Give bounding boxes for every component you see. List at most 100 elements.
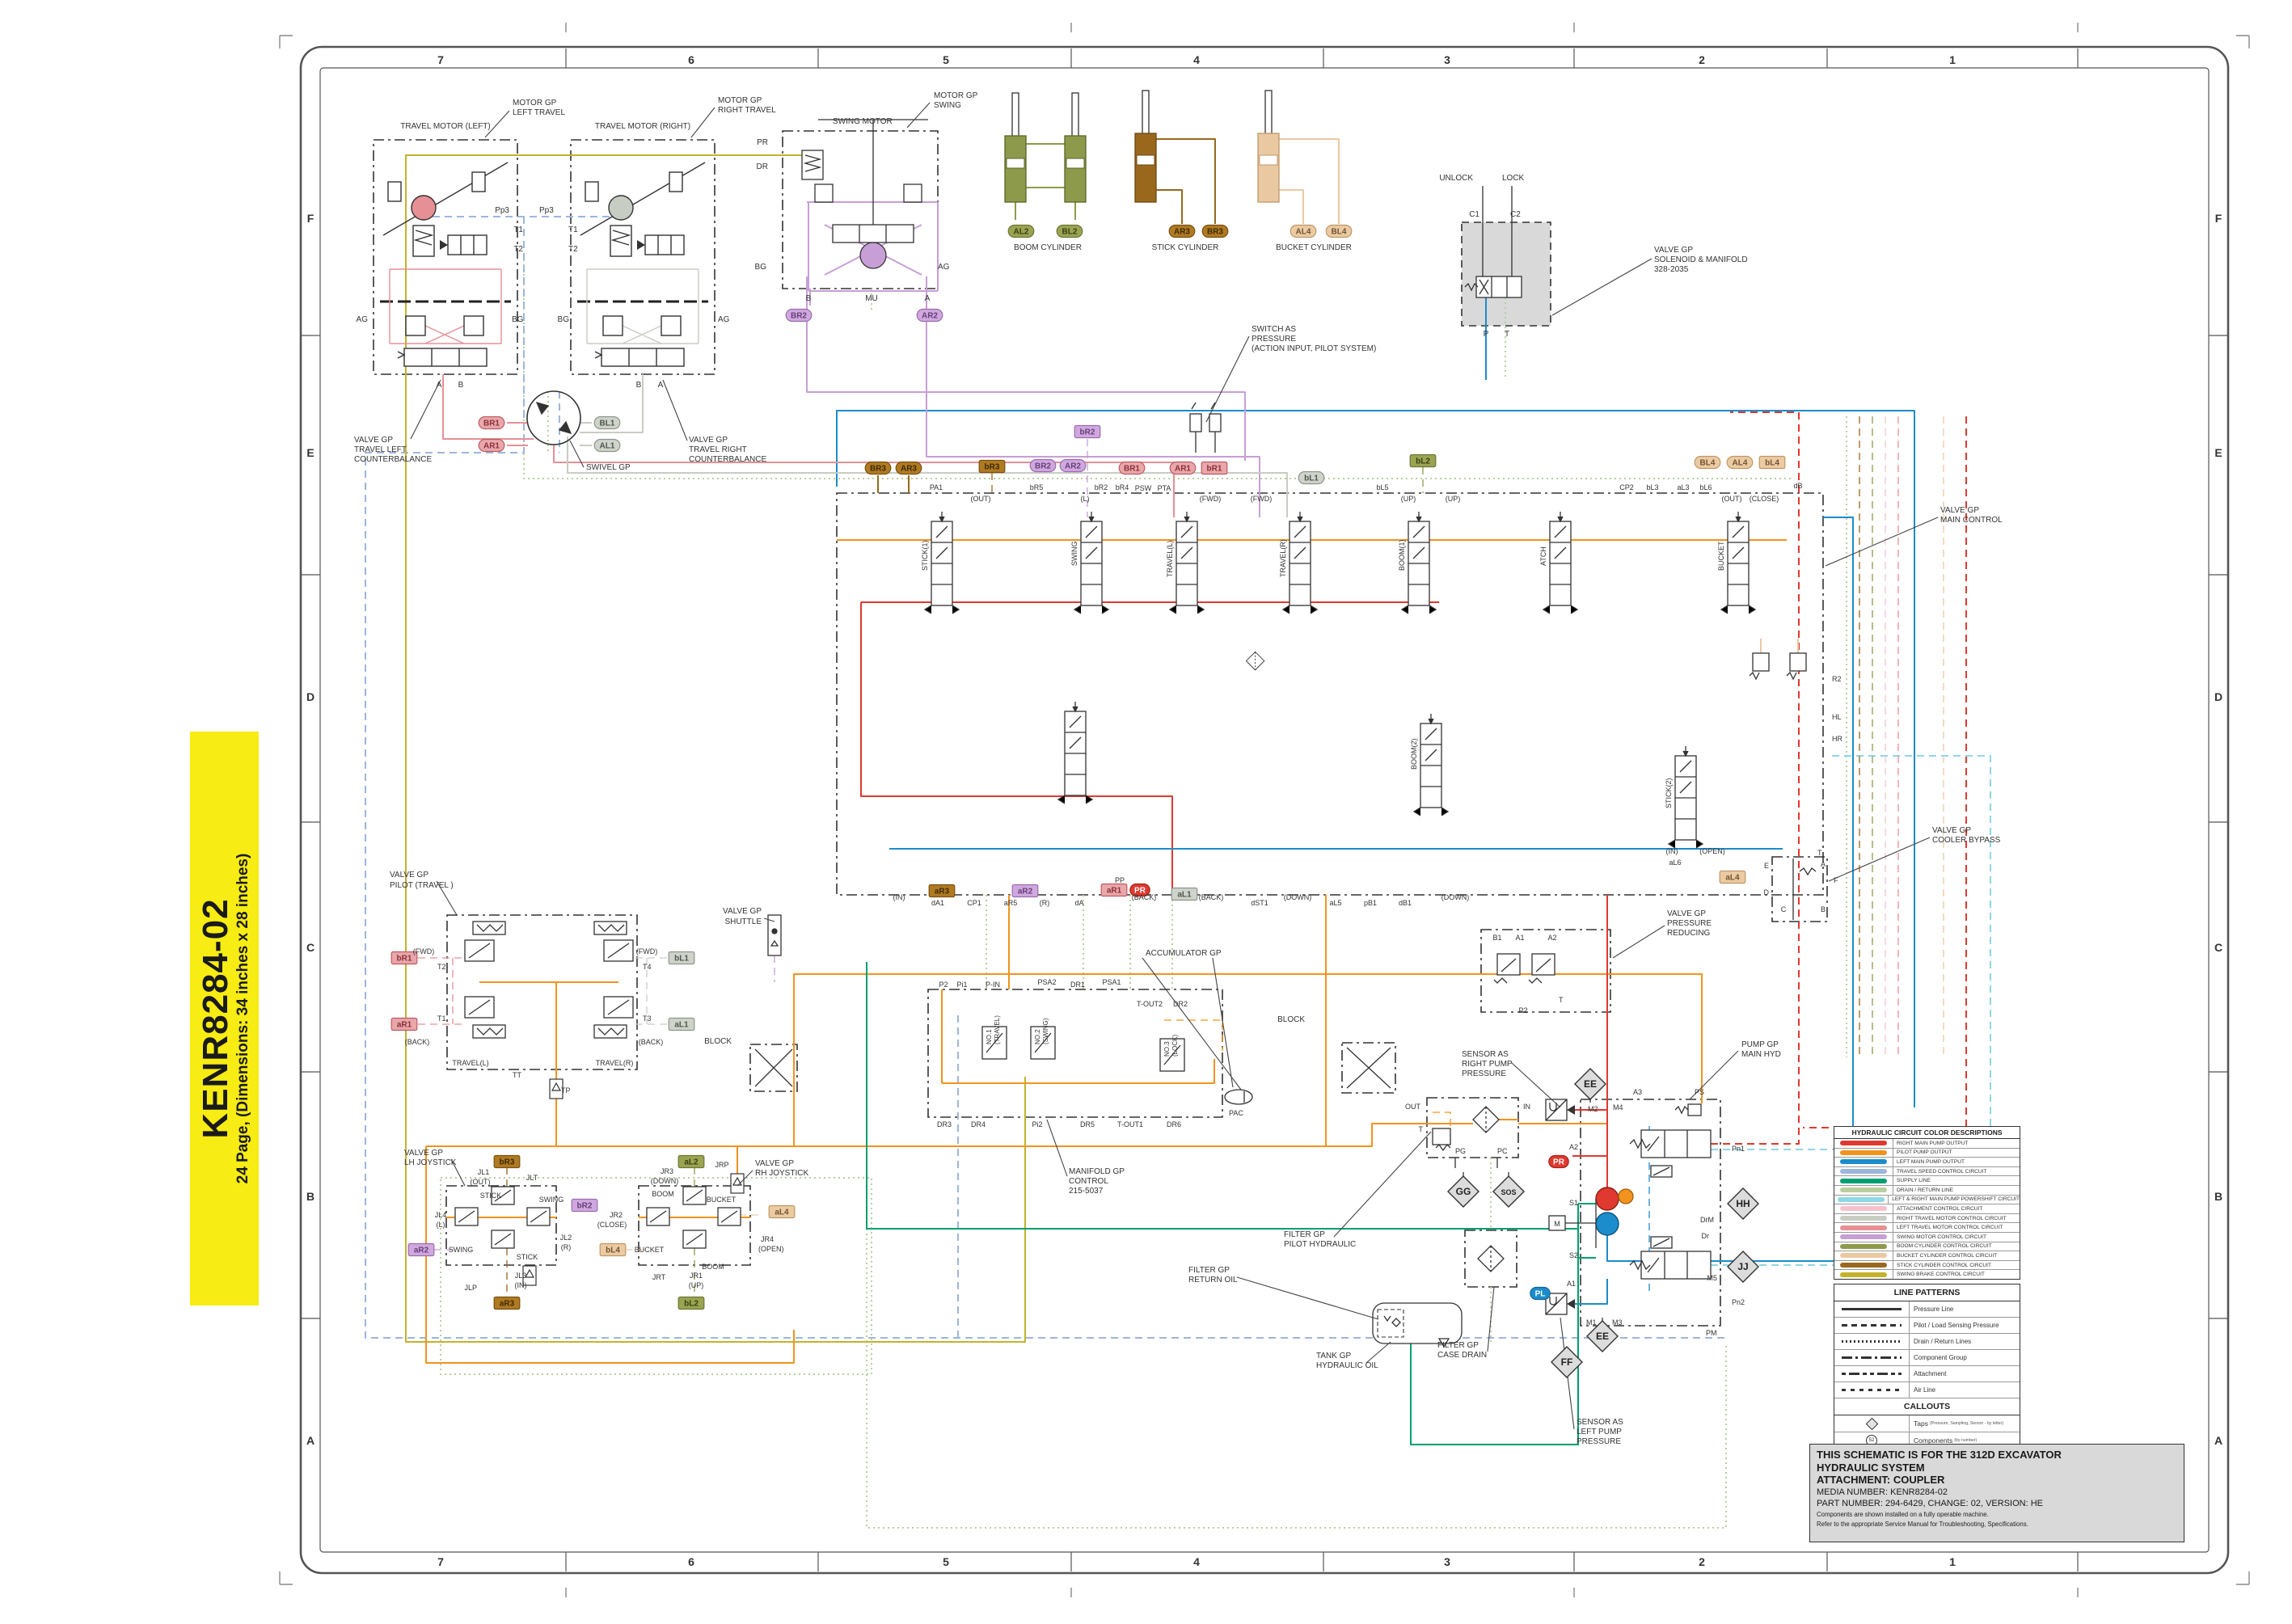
schematic-label: A3: [1633, 1088, 1642, 1096]
schematic-label: (BACK): [1132, 893, 1157, 901]
schematic-label: BG: [558, 315, 570, 324]
line-pattern-label: Attachment: [1914, 1370, 1947, 1377]
schematic-label: SWING: [1070, 542, 1078, 567]
schematic-label: LEFT TRAVEL: [513, 108, 565, 117]
schematic-label: LOCK: [1502, 174, 1525, 183]
tag-bL1: bL1: [668, 951, 695, 965]
schematic-label: 328-2035: [1654, 265, 1689, 274]
schematic-label: SWIVEL GP: [586, 463, 631, 472]
schematic-label: (IN): [893, 893, 905, 901]
schematic-label: M: [1554, 1220, 1560, 1228]
circuit-right-travel: [567, 374, 1288, 517]
schematic-label: PR: [757, 138, 768, 147]
color-legend-row: LEFT MAIN PUMP OUTPUT: [1834, 1158, 2020, 1167]
callout-leaders: [410, 102, 1939, 1430]
circuit-left-travel-dashed: [418, 416, 1899, 1057]
schematic-label: VALVE GP: [1654, 246, 1693, 255]
svg-text:bL2: bL2: [684, 1300, 699, 1309]
circuit-boom-dashed: [694, 416, 1873, 1297]
line-pattern-row: Attachment: [1834, 1366, 2020, 1382]
box-travel-motor-right: [570, 139, 715, 375]
schematic-label: CONTROL: [1069, 1177, 1108, 1186]
schematic-label: SENSOR AS: [1577, 1418, 1623, 1427]
schematic-label: BUCKET: [1717, 541, 1725, 571]
svg-text:BL1: BL1: [600, 420, 615, 428]
schematic-label: dST1: [1251, 899, 1268, 907]
schematic-label: DR1: [1070, 981, 1085, 989]
schematic-label: NO.1: [986, 1029, 993, 1044]
callouts-legend-rows: Taps(Pressure, Sampling, Sensor - by let…: [1834, 1415, 2020, 1449]
shuttle-symbol: [767, 914, 782, 956]
tap-diamond-icon: [1865, 1417, 1878, 1430]
line-pattern-swatch: [1842, 1340, 1902, 1343]
schematic-label: VALVE GP: [1932, 826, 1971, 835]
schematic-label: VALVE GP: [1940, 506, 1979, 515]
schematic-label: PM: [1706, 1329, 1717, 1337]
tag-bR3: bR3: [493, 1154, 521, 1169]
schematic-label: PUMP GP: [1741, 1040, 1779, 1049]
schematic-labels: TRAVEL MOTOR (LEFT)TRAVEL MOTOR (RIGHT)M…: [354, 91, 2003, 1446]
schematic-label: (L): [437, 1221, 445, 1229]
tag-AL1: AL1: [593, 438, 621, 453]
schematic-label: aL3: [1677, 483, 1689, 491]
schematic-label: (ACTION INPUT, PILOT SYSTEM): [1252, 344, 1376, 353]
block-symbols: [754, 1047, 1391, 1089]
svg-text:AL4: AL4: [1296, 228, 1311, 237]
schematic-label: HL: [1832, 713, 1842, 721]
schematic-label: UNLOCK: [1439, 174, 1473, 183]
svg-text:PR: PR: [1553, 1158, 1565, 1167]
schematic-label: (UP): [689, 1281, 704, 1289]
schematic-label: STICK CYLINDER: [1152, 243, 1219, 252]
color-swatch: [1840, 1272, 1887, 1277]
schematic-label: SWITCH AS: [1252, 325, 1296, 334]
tag-aR1: aR1: [390, 1017, 418, 1031]
schematic-label: PC: [1497, 1147, 1508, 1155]
schematic-label: NO.2: [1034, 1029, 1041, 1044]
schematic-label: T2: [437, 963, 446, 971]
svg-text:bR1: bR1: [1207, 465, 1222, 474]
schematic-label: SWING MOTOR: [833, 117, 893, 126]
schematic-label: PSA1: [1102, 978, 1121, 986]
svg-text:PR: PR: [1134, 887, 1146, 896]
svg-text:BR1: BR1: [483, 420, 500, 428]
schematic-label: B: [636, 381, 642, 390]
line-pattern-label: Drain / Return Lines: [1914, 1338, 1972, 1345]
grid-col-label: 1: [1949, 53, 1956, 66]
callout-sublabel: (by number): [1954, 1438, 1978, 1443]
box-pressure-reducing: [1480, 929, 1611, 1013]
schematic-label: PILOT (TRAVEL ): [390, 881, 454, 890]
schematic-label: M4: [1613, 1103, 1623, 1111]
schematic-label: (OUT): [1722, 495, 1742, 503]
schematic-label: JLT: [526, 1174, 538, 1182]
schematic-label: PSA2: [1037, 978, 1056, 986]
hydraulic-tank-symbol: [1372, 1302, 1463, 1344]
schematic-label: TT: [513, 1071, 521, 1079]
schematic-label: A: [658, 381, 664, 390]
schematic-label: T2: [513, 245, 523, 254]
schematic-label: SWING: [539, 1196, 564, 1204]
tag-aL4: aL4: [1719, 870, 1746, 884]
schematic-label: dB: [1793, 482, 1802, 490]
schematic-label: (OUT): [471, 1178, 491, 1186]
svg-text:PL: PL: [1535, 1290, 1546, 1299]
svg-text:aR2: aR2: [414, 1246, 429, 1255]
color-swatch: [1840, 1159, 1887, 1165]
line-pattern-row: Pressure Line: [1834, 1301, 2020, 1318]
schematic-label: (R): [1040, 899, 1050, 907]
travel-motor-left-symbol: [378, 161, 513, 368]
circuit-bucket: [1279, 138, 1799, 653]
svg-text:HH: HH: [1736, 1198, 1750, 1209]
schematic-label: SENSOR AS: [1462, 1050, 1509, 1059]
title-line-3: ATTACHMENT: COUPLER: [1817, 1474, 1945, 1486]
schematic-label: PSW: [1135, 484, 1152, 492]
grid-row-label: B: [2214, 1190, 2222, 1203]
box-lh-joystick: [445, 1185, 557, 1266]
callout-sublabel: (Pressure, Sampling, Sensor - by letter): [1929, 1421, 2004, 1426]
tag-BR2: BR2: [1029, 458, 1057, 473]
tag-aR3: aR3: [928, 884, 956, 898]
circuit-right-pump-dashed: [1711, 411, 1967, 1145]
pilot-pump-circle: [1618, 1188, 1634, 1204]
